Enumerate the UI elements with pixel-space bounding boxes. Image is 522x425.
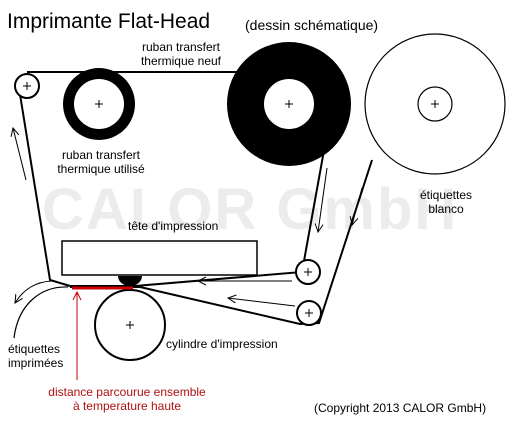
platen-label: cylindre d'impression: [166, 337, 278, 351]
used-ribbon-label-line1: ruban transfert: [61, 148, 141, 162]
blank-labels-label-line1: étiquettes: [419, 188, 473, 202]
guide-roller-ribbon: [295, 259, 321, 285]
printed-labels-label-line1: étiquettes: [8, 342, 61, 356]
printed-labels-label-line2: imprimées: [8, 356, 64, 370]
distance-label-line1: distance parcourue ensemble: [48, 385, 206, 399]
arrow-up-left: [13, 128, 27, 181]
used-ribbon-roll: [63, 68, 135, 140]
blank-labels-roll: [364, 33, 506, 175]
print-head-label: tête d'impression: [128, 219, 219, 233]
guide-roller-labels: [296, 300, 322, 326]
new-ribbon-label-line2: thermique neuf: [140, 54, 222, 68]
used-ribbon-label: ruban transfert thermique utilisé: [48, 148, 154, 176]
print-head: [61, 240, 258, 276]
arrow-left-labels: [228, 298, 296, 307]
output-curve: [13, 286, 69, 339]
print-head-heater: [118, 276, 142, 286]
guide-roller-top-left: [14, 73, 40, 99]
new-ribbon-label-line1: ruban transfert: [141, 40, 221, 54]
arrow-output: [15, 280, 53, 303]
arrow-down-blank-labels: [352, 187, 363, 225]
distance-label-line2: à temperature haute: [72, 399, 182, 413]
new-ribbon-label: ruban transfert thermique neuf: [133, 40, 229, 68]
new-ribbon-roll: [227, 42, 351, 166]
blank-labels-label: étiquettes blanco: [398, 188, 494, 216]
printed-labels-label: étiquettes imprimées: [8, 342, 63, 370]
watermark: CALOR GmbH: [42, 177, 459, 242]
blank-labels-label-line2: blanco: [428, 202, 464, 216]
page-title: Imprimante Flat-Head: [7, 10, 211, 33]
copyright: (Copyright 2013 CALOR GmbH): [314, 401, 487, 415]
arrow-down-new-ribbon: [318, 167, 328, 232]
used-ribbon-label-line2: thermique utilisé: [57, 162, 145, 176]
distance-label: distance parcourue ensemble à temperatur…: [32, 385, 222, 413]
page-subtitle: (dessin schématique): [245, 17, 379, 33]
platen-roller: [94, 289, 166, 361]
